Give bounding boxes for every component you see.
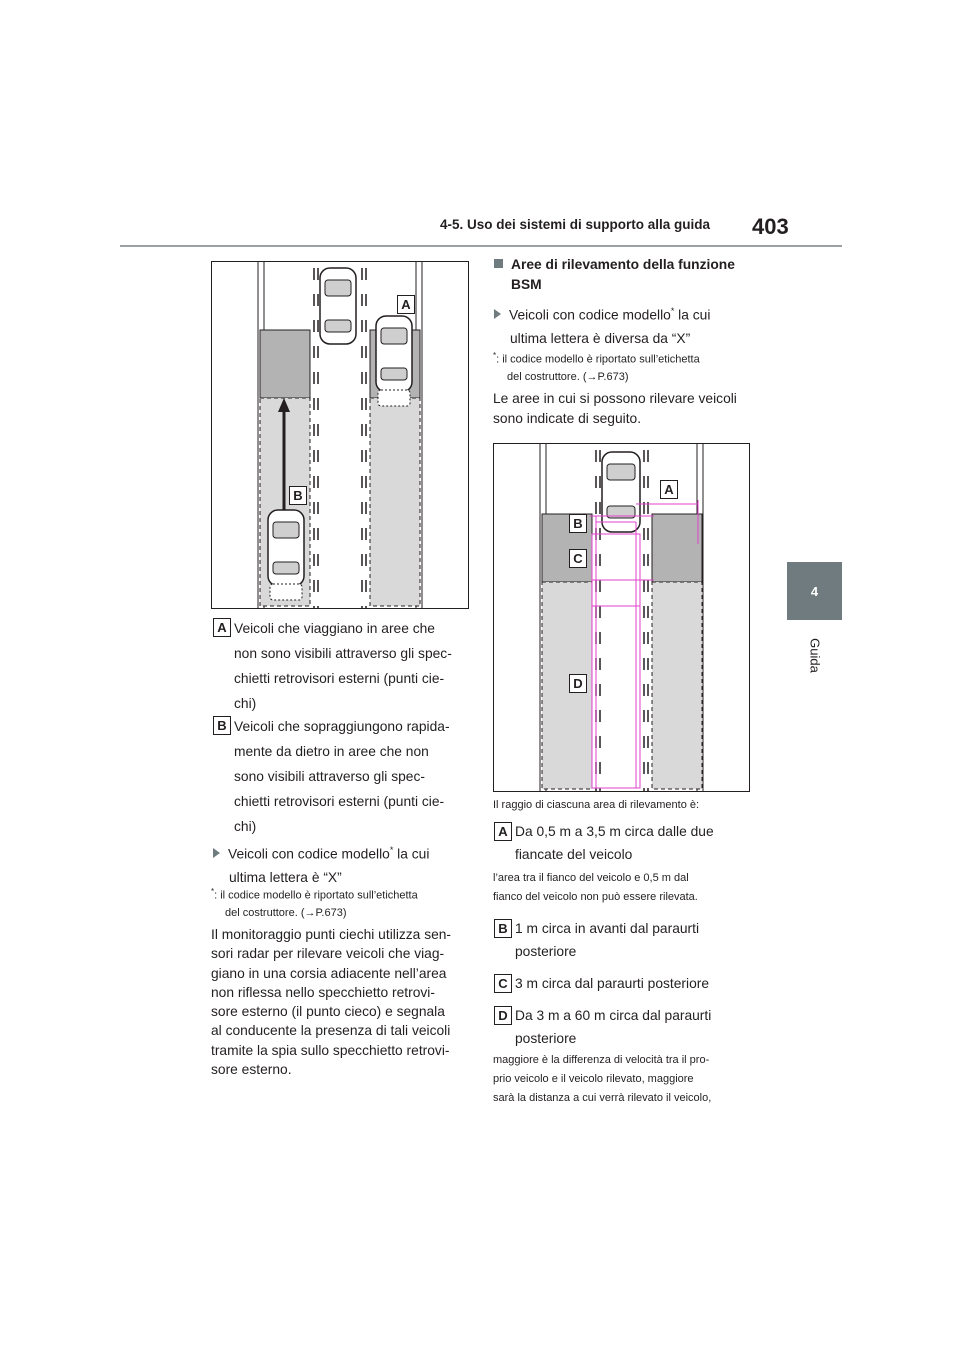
bullet-model-x: Veicoli con codice modello* la cui ultim… bbox=[213, 839, 473, 889]
item-b-text: Veicoli che sopraggiungono rapida- mente… bbox=[234, 719, 450, 834]
figure-blind-spot-lanes: A B bbox=[211, 261, 469, 609]
figure2-label-b: B bbox=[569, 514, 587, 533]
range-c-label: C bbox=[494, 974, 512, 993]
item-a-text: Veicoli che viaggiano in aree che non so… bbox=[234, 621, 452, 711]
square-bullet-icon bbox=[494, 259, 503, 268]
range-d-label: D bbox=[494, 1006, 512, 1025]
header-rule bbox=[120, 245, 842, 247]
footnote-2: *: il codice modello è riportato sull’et… bbox=[493, 351, 700, 383]
item-a-label: A bbox=[213, 618, 231, 637]
range-d-text: Da 3 m a 60 m circa dal paraurti posteri… bbox=[515, 1008, 712, 1046]
section-title: 4-5. Uso dei sistemi di supporto alla gu… bbox=[440, 217, 711, 232]
own-car bbox=[601, 451, 641, 533]
range-a-text: Da 0,5 m a 3,5 m circa dalle due fiancat… bbox=[515, 824, 714, 862]
chapter-number: 4 bbox=[810, 583, 819, 599]
figure2-label-c: C bbox=[569, 549, 587, 568]
car-left bbox=[267, 509, 305, 601]
figure-blind-spot-svg bbox=[257, 262, 423, 608]
detection-lines bbox=[590, 500, 699, 789]
figure1-label-a: A bbox=[397, 295, 415, 314]
triangle-bullet-icon bbox=[213, 847, 220, 858]
range-a-note: l’area tra il fianco del veicolo e 0,5 m… bbox=[493, 872, 698, 903]
section-heading: Aree di rilevamento della funzione BSM bbox=[494, 255, 754, 295]
figure-detection-areas: A B C D bbox=[493, 443, 750, 792]
chapter-label: Guida bbox=[807, 638, 823, 673]
figure1-label-b: B bbox=[289, 486, 307, 505]
figure2-label-d: D bbox=[569, 674, 587, 693]
lane-dividers bbox=[313, 268, 367, 608]
car-right bbox=[375, 315, 413, 407]
detection-intro: Le aree in cui si possono rilevare veico… bbox=[493, 391, 737, 426]
range-caption: Il raggio di ciascuna area di rilevament… bbox=[493, 799, 700, 811]
range-b-text: 1 m circa in avanti dal paraurti posteri… bbox=[515, 921, 700, 959]
figure2-label-a: A bbox=[660, 480, 678, 499]
triangle-bullet-icon bbox=[494, 308, 501, 319]
range-a-label: A bbox=[494, 822, 512, 841]
lane-dividers bbox=[595, 450, 649, 791]
figure-detection-svg bbox=[539, 444, 704, 791]
item-b-label: B bbox=[213, 716, 231, 735]
range-d-note: maggiore è la differenza di velocità tra… bbox=[493, 1054, 712, 1104]
range-c-text: 3 m circa dal paraurti posteriore bbox=[515, 976, 710, 991]
chapter-tab[interactable]: 4 bbox=[787, 562, 842, 620]
bullet-model-not-x: Veicoli con codice modello* la cui ultim… bbox=[494, 300, 754, 350]
bsm-description: Il monitoraggio punti ciechi utilizza se… bbox=[211, 927, 452, 1078]
car-center bbox=[319, 267, 357, 345]
range-b-label: B bbox=[494, 919, 512, 938]
page-number: 403 bbox=[752, 214, 789, 239]
footnote-1: *: il codice modello è riportato sull’et… bbox=[211, 887, 418, 919]
